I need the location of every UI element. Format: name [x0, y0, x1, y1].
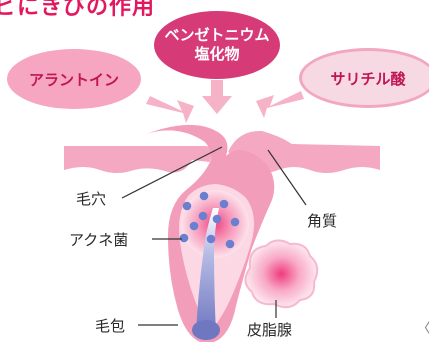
sebaceous-gland [245, 240, 317, 307]
label-hair-follicle: 毛包 [95, 315, 125, 336]
ingredient-salicylic-acid: サリチル酸 [299, 48, 429, 108]
ingredient-benzethonium-label-2: 塩化物 [194, 45, 239, 64]
arrow-left [146, 96, 194, 123]
bacterium [199, 212, 208, 221]
bacterium [226, 240, 235, 249]
ingredient-allantoin: アラントイン [7, 49, 141, 109]
chevron-left-icon[interactable]: 〈 [416, 317, 429, 338]
label-pore: 毛穴 [76, 188, 106, 209]
label-stratum-corneum: 角質 [307, 210, 337, 231]
arrow-center [202, 80, 232, 114]
ingredient-allantoin-label: アラントイン [29, 69, 119, 90]
bacterium [190, 222, 199, 231]
bacterium [200, 192, 209, 201]
bacterium [213, 215, 222, 224]
ingredient-salicylic-acid-label: サリチル酸 [330, 68, 405, 89]
hair-bulb [192, 320, 220, 340]
ingredient-benzethonium-label-1: ベンゼトニウム [164, 26, 269, 45]
bacterium [180, 234, 189, 243]
label-sebaceous-gland: 皮脂腺 [247, 319, 292, 340]
bacterium [220, 200, 229, 209]
bacterium [183, 202, 192, 211]
bacterium [231, 218, 240, 227]
ingredient-benzethonium: ベンゼトニウム 塩化物 [154, 11, 280, 79]
skin-surface-left [64, 146, 212, 173]
bacterium [207, 235, 216, 244]
label-acne-bacteria: アクネ菌 [69, 229, 128, 250]
arrow-right [256, 91, 304, 118]
